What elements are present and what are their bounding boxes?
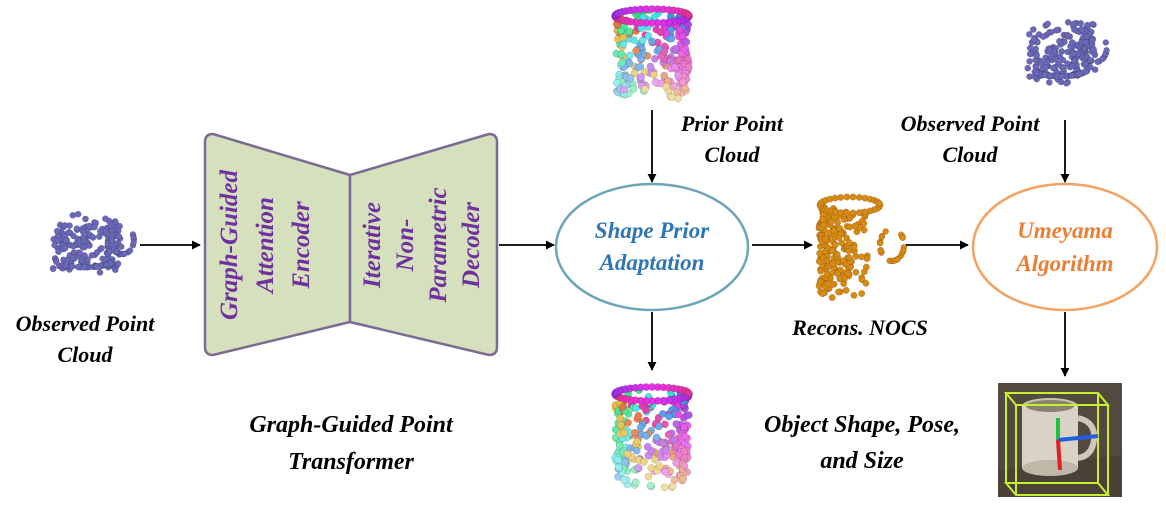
observed-cloud-top-icon bbox=[1024, 18, 1110, 87]
spa-line1: Shape Prior bbox=[595, 218, 710, 243]
output-label-line1: Object Shape, Pose, bbox=[764, 412, 960, 438]
prior-label-line2: Cloud bbox=[704, 142, 760, 167]
decoder-line2: Non- bbox=[392, 219, 419, 273]
observed-point-cloud-icon bbox=[49, 210, 138, 276]
decoder-label: Iterative Non- Parametric Decoder bbox=[359, 187, 485, 303]
encoder-block bbox=[203, 132, 352, 357]
decoder-block bbox=[348, 132, 499, 357]
output-label-line2: and Size bbox=[820, 448, 904, 474]
spa-line2: Adaptation bbox=[598, 250, 705, 275]
encoder-line2: Attention bbox=[252, 197, 279, 295]
input-label-line2: Cloud bbox=[57, 342, 113, 367]
shape-prior-adaptation-node bbox=[554, 182, 750, 312]
observed-top-label-line1: Observed Point bbox=[901, 111, 1041, 136]
prior-point-cloud-icon bbox=[611, 5, 693, 103]
recons-nocs-cloud-icon bbox=[815, 193, 908, 302]
prior-label-line1: Prior Point bbox=[680, 111, 784, 136]
transformer-caption-line2: Transformer bbox=[288, 449, 414, 475]
input-label-line1: Observed Point bbox=[16, 311, 156, 336]
observed-top-label-line2: Cloud bbox=[942, 142, 998, 167]
decoder-line3: Parametric bbox=[425, 187, 452, 303]
decoder-line1: Iterative bbox=[359, 202, 386, 289]
encoder-line1: Graph-Guided bbox=[216, 169, 243, 320]
recons-label: Recons. NOCS bbox=[791, 315, 928, 340]
umeyama-line2: Algorithm bbox=[1014, 251, 1113, 276]
encoder-label: Graph-Guided Attention Encoder bbox=[216, 169, 315, 320]
umeyama-line1: Umeyama bbox=[1017, 218, 1113, 243]
deformed-prior-cloud-icon bbox=[611, 383, 693, 492]
umeyama-node bbox=[971, 182, 1159, 312]
flow-arrows bbox=[140, 110, 1070, 377]
encoder-line3: Encoder bbox=[288, 201, 315, 290]
decoder-line4: Decoder bbox=[458, 202, 485, 289]
mug-pose-photo-icon bbox=[998, 383, 1122, 497]
transformer-caption-line1: Graph-Guided Point bbox=[249, 412, 454, 438]
